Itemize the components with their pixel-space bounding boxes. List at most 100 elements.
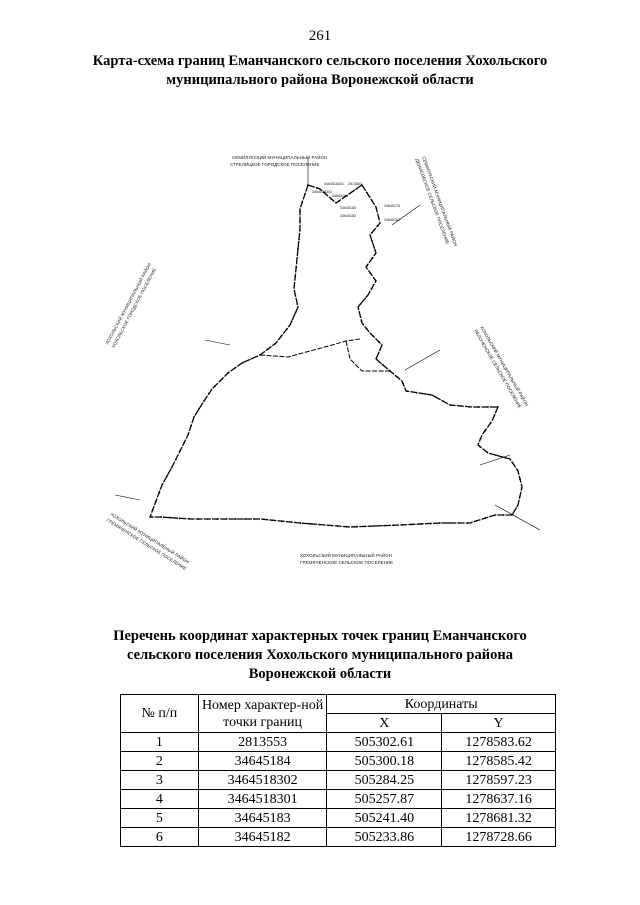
boundary-vertex	[496, 406, 499, 408]
boundary-vertex	[487, 406, 489, 408]
cell-y: 1278585.42	[441, 751, 556, 771]
cell-num: 2	[120, 751, 199, 771]
boundary-vertex	[227, 372, 229, 374]
table-row: 4 3464518301 505257.87 1278637.16	[120, 789, 556, 809]
boundary-vertex	[190, 424, 192, 427]
boundary-vertex	[203, 400, 205, 402]
boundary-vertex	[364, 525, 367, 528]
cell-point: 3464518302	[197, 770, 328, 790]
boundary-vertex	[475, 519, 478, 522]
boundary-vertex	[441, 400, 444, 402]
boundary-vertex	[297, 247, 299, 250]
boundary-vertex	[358, 311, 361, 313]
cell-x: 505257.87	[326, 789, 443, 809]
boundary-vertex	[259, 353, 262, 356]
boundary-vertex	[484, 429, 486, 432]
boundary-vertex	[327, 524, 330, 527]
table-row: 2 34645184 505300.18 1278585.42	[120, 751, 556, 771]
boundary-vertex	[366, 264, 368, 267]
cell-y: 1278597.23	[441, 770, 556, 790]
cell-x: 505233.86	[326, 827, 443, 847]
boundary-vertex	[294, 311, 297, 314]
svg-text:ХОХОЛЬСКИЙ МУНИЦИПАЛЬНЫЙ РАЙОН: ХОХОЛЬСКИЙ МУНИЦИПАЛЬНЫЙ РАЙОН	[104, 262, 152, 346]
svg-text:СТРЕЛИЦКОЕ ГОРОДСКОЕ ПОСЕЛЕНИЕ: СТРЕЛИЦКОЕ ГОРОДСКОЕ ПОСЕЛЕНИЕ	[230, 162, 320, 167]
svg-text:ЯБЛОЧЕНСКОЕ СЕЛЬСКОЕ ПОСЕЛЕНИЕ: ЯБЛОЧЕНСКОЕ СЕЛЬСКОЕ ПОСЕЛЕНИЕ	[473, 329, 522, 410]
boundary-vertex	[183, 441, 185, 444]
cell-y: 1278728.66	[441, 827, 556, 847]
boundary-vertex	[457, 522, 460, 524]
cell-point: 34645182	[197, 827, 328, 847]
boundary-vertex	[290, 320, 293, 323]
boundary-vertex	[376, 224, 379, 227]
boundary-vertex	[208, 392, 210, 395]
boundary-vertex	[449, 404, 452, 406]
boundary-vertex	[188, 518, 190, 520]
boundary-vertex	[402, 382, 404, 385]
boundary-vertex	[285, 328, 288, 330]
point-label: 34645176	[384, 204, 400, 208]
boundary-vertex	[433, 395, 436, 398]
boundary-vertex	[468, 405, 471, 408]
point-label: 34645183	[340, 206, 356, 210]
boundary-vertex	[420, 523, 423, 525]
cell-x: 505302.61	[326, 732, 443, 752]
boundary-vertex	[411, 523, 413, 526]
boundary-map: 3464518301346451830228135533464518434645…	[104, 155, 540, 572]
svg-text:ГРЕМЯЧЕНСКОЕ СЕЛЬСКОЕ ПОСЕЛЕНИ: ГРЕМЯЧЕНСКОЕ СЕЛЬСКОЕ ПОСЕЛЕНИЕ	[106, 518, 188, 572]
neighbour-label-bottom-left: ХОХОЛЬСКИЙ МУНИЦИПАЛЬНЫЙ РАЙОН ГРЕМЯЧЕНС…	[106, 512, 190, 572]
cell-y: 1278681.32	[441, 808, 556, 828]
coordinates-table: № п/п Номер характер-ной точки границ Ко…	[120, 694, 556, 847]
boundary-vertex	[365, 191, 368, 194]
header-y: Y	[441, 713, 556, 733]
cell-num: 6	[120, 827, 199, 847]
boundary-vertex	[307, 184, 309, 186]
boundary-vertex	[161, 483, 164, 485]
boundary-vertex	[370, 287, 373, 290]
boundary-vertex	[379, 349, 381, 351]
boundary-vertex	[299, 220, 301, 222]
boundary-vertex	[274, 342, 277, 345]
boundary-vertex	[374, 279, 377, 282]
boundary-vertex	[371, 240, 373, 243]
boundary-vertex	[459, 405, 461, 407]
boundary-vertex	[242, 361, 245, 364]
boundary-vertex	[516, 505, 519, 507]
cell-num: 3	[120, 770, 199, 790]
boundary-vertex	[298, 238, 300, 241]
boundary-vertex	[365, 295, 368, 298]
boundary-vertex	[477, 406, 480, 408]
svg-text:ХОХОЛЬСКОЕ ГОРОДСКОЕ ПОСЕЛЕНИЕ: ХОХОЛЬСКОЕ ГОРОДСКОЕ ПОСЕЛЕНИЕ	[111, 267, 158, 349]
cell-y: 1278583.62	[441, 732, 556, 752]
boundary-vertex	[381, 363, 384, 366]
boundary-vertex	[360, 320, 363, 322]
boundary-vertex	[504, 456, 506, 459]
point-label: 34645182	[340, 214, 356, 218]
boundary-vertex	[266, 348, 269, 350]
boundary-vertex	[511, 461, 514, 464]
boundary-vertex	[511, 513, 514, 515]
boundary-vertex	[388, 369, 391, 372]
boundary-vertex	[374, 249, 376, 251]
boundary-vertex	[170, 466, 173, 469]
boundary-vertex	[383, 524, 385, 527]
boundary-vertex	[151, 516, 153, 518]
coordinates-list-title: Перечень координат характерных точек гра…	[113, 628, 527, 682]
boundary-vertex	[166, 475, 168, 477]
boundary-vertex	[187, 433, 190, 436]
svg-text:СЕМИЛУКСКИЙ МУНИЦИПАЛЬНЫЙ РАЙО: СЕМИЛУКСКИЙ МУНИЦИПАЛЬНЫЙ РАЙОН	[232, 155, 327, 160]
table-row: 3 3464518302 505284.25 1278597.23	[120, 770, 556, 790]
boundary-vertex	[360, 184, 363, 187]
svg-text:ХОХОЛЬСКИЙ МУНИЦИПАЛЬНЫЙ РАЙОН: ХОХОЛЬСКИЙ МУНИЦИПАЛЬНЫЙ РАЙОН	[479, 325, 529, 407]
point-label: 3464518302	[312, 190, 332, 194]
cell-x: 505241.40	[326, 808, 443, 828]
boundary-vertex	[424, 393, 427, 395]
boundary-vertex	[346, 525, 348, 528]
boundary-vertex	[179, 450, 181, 452]
boundary-vertex	[294, 275, 297, 278]
boundary-vertex	[519, 478, 521, 480]
boundary-vertex	[293, 284, 296, 287]
boundary-vertex	[479, 445, 481, 448]
neighbour-label-bottom: ХОХОЛЬСКИЙ МУНИЦИПАЛЬНЫЙ РАЙОН ГРЕМЯЧЕНС…	[300, 553, 393, 565]
cell-point: 2813553	[197, 732, 328, 752]
boundary-vertex	[178, 517, 181, 520]
